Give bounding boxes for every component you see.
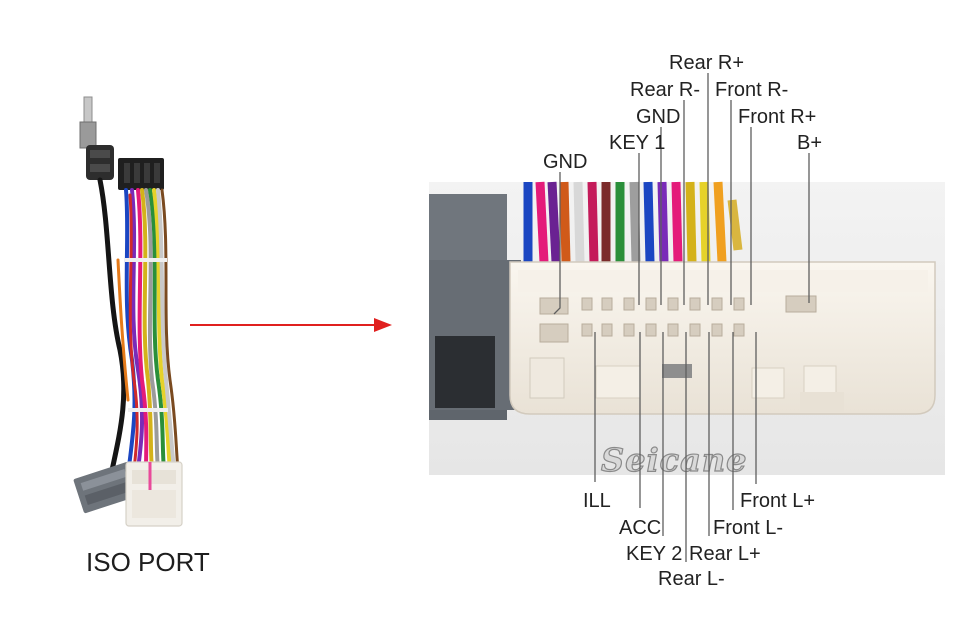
pin-label-front-l-plus: Front L+ [740,490,815,512]
pin-label-b-plus: B+ [797,132,822,154]
connector-photo [429,181,945,475]
pin-label-gnd: GND [636,106,680,128]
pin-label-front-l-minus: Front L- [713,517,783,539]
iso-port-caption: ISO PORT [86,547,210,577]
pin-label-key1: KEY 1 [609,132,665,154]
iso-harness-illustration [73,96,183,527]
pin-label-key2: KEY 2 [626,543,682,565]
top-pin-labels: GND KEY 1 GND Rear R- Rear R+ Front R- F… [543,52,822,173]
pin-label-rear-r-minus: Rear R- [630,79,700,101]
seicane-watermark: Seicane [601,441,747,479]
pin-label-acc: ACC [619,517,661,539]
pin-label-rear-r-plus: Rear R+ [669,52,744,74]
pin-label-rear-l-minus: Rear L- [658,568,725,590]
red-arrow-icon [190,318,392,332]
top-leader-lines [553,73,810,315]
pin-label-front-r-plus: Front R+ [738,106,816,128]
pin-label-gnd-left: GND [543,151,587,173]
pin-label-front-r-minus: Front R- [715,79,788,101]
pin-label-ill: ILL [583,490,611,512]
bottom-leader-lines [594,332,757,562]
bottom-pin-labels: ILL ACC KEY 2 Rear L- Rear L+ Front L- F… [583,490,815,590]
pin-label-rear-l-plus: Rear L+ [689,543,761,565]
